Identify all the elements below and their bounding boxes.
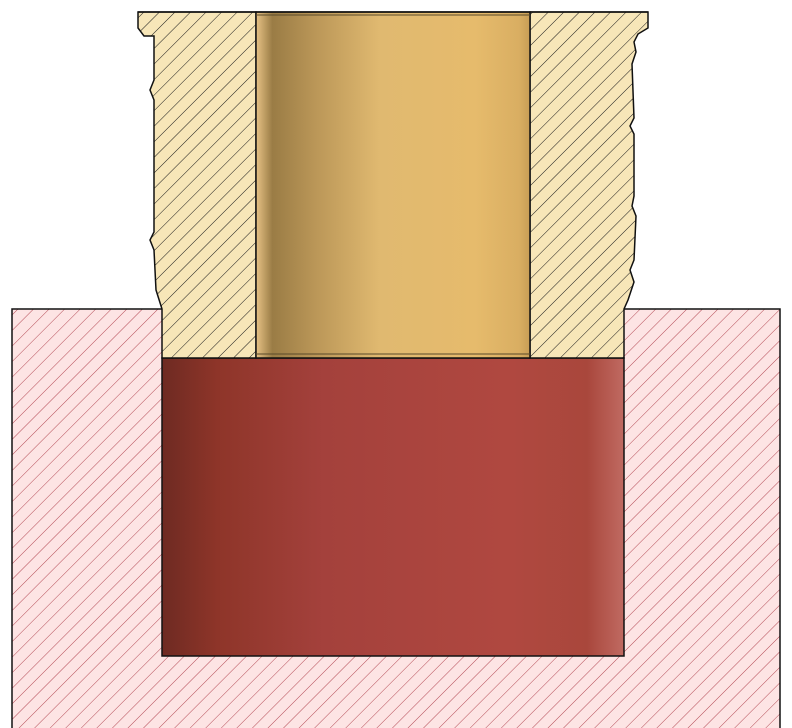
insert-bore <box>255 11 531 359</box>
pocket-cavity <box>161 357 625 657</box>
insert-left-wall-section <box>137 11 257 359</box>
insert-right-wall-section <box>529 11 649 359</box>
